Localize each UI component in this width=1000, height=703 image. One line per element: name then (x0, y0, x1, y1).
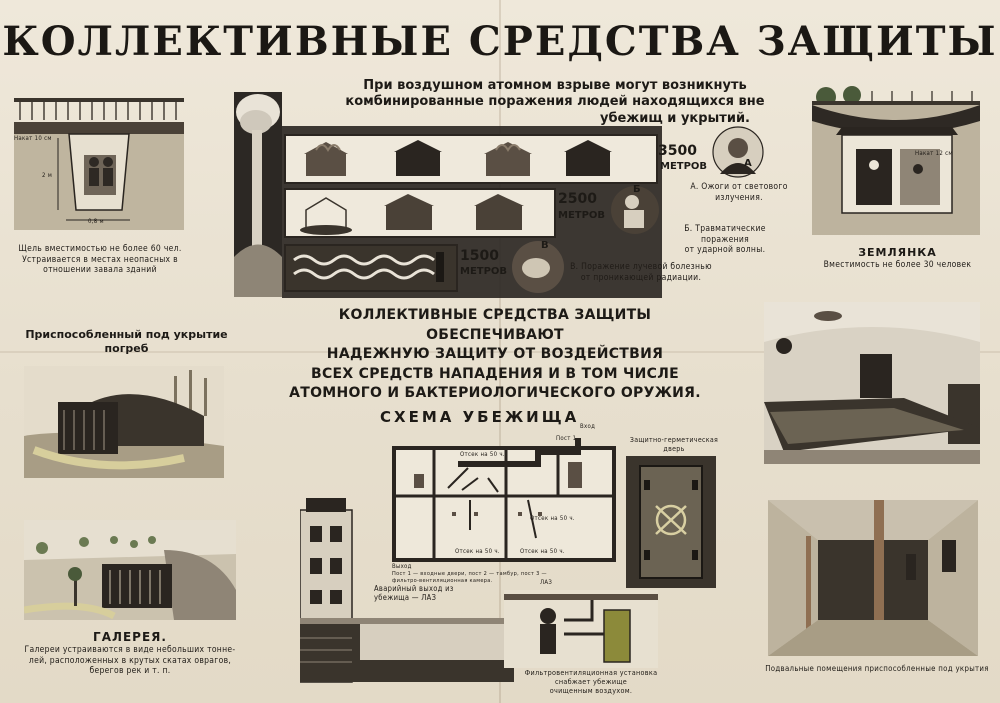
cellar-title: Приспособленный под укрытие погреб (14, 328, 239, 356)
zone-unit-v: МЕТРОВ (460, 266, 508, 277)
zone-distance-b: 2500 (558, 191, 597, 207)
scheme-exit: Выход (392, 563, 412, 570)
atomic-heading-line: При воздушном атомном взрыве могут возни… (363, 78, 747, 93)
zone-band-v (284, 244, 458, 292)
scheme-room-2: Отсек на 50 ч. (530, 515, 575, 522)
door-caption-line: дверь (663, 444, 685, 453)
gallery-illustration (23, 520, 236, 620)
zone-unit-b: МЕТРОВ (558, 210, 606, 221)
filter-ventilation-caption: Фильтровентиляционная установка снабжает… (506, 668, 676, 695)
slogan-line: КОЛЛЕКТИВНЫЕ СРЕДСТВА ЗАЩИТЫ ОБЕСПЕЧИВАЮ… (338, 307, 652, 343)
shelter-plan-diagram (388, 438, 620, 570)
trench-caption-line: отношении завала зданий (43, 265, 157, 276)
zone-distance-a: 3500 (658, 143, 697, 159)
atomic-heading-line: убежищ и укрытий. (600, 110, 750, 126)
trench-caption-line: Устраивается в местах неопасных в (22, 254, 178, 265)
atomic-heading-line: комбинированные поражения людей находящи… (345, 94, 765, 110)
slogan-line: НАДЕЖНУЮ ЗАЩИТУ ОТ ВОЗДЕЙСТВИЯ (326, 346, 664, 363)
portrait-a-icon (710, 126, 766, 178)
zone-letter-b: Б (633, 184, 641, 195)
trench-caption: Щель вместимостью не более 60 чел. Устра… (10, 244, 190, 276)
dugout-caption: Вместимость не более 30 человек (823, 260, 972, 270)
fold-line-vertical (499, 0, 501, 703)
zone-desc-line: излучения. (715, 192, 763, 203)
trench-illustration (14, 90, 184, 240)
gallery-title: ГАЛЕРЕЯ. (93, 630, 167, 644)
scheme-entrance: Вход (580, 423, 596, 430)
door-caption-line: Защитно-герметическая (629, 436, 719, 444)
basement-caption: Подвальные помещения приспособленные под… (765, 664, 989, 673)
protection-slogan: КОЛЛЕКТИВНЫЕ СРЕДСТВА ЗАЩИТЫ ОБЕСПЕЧИВАЮ… (270, 306, 720, 404)
scheme-legend-line: фильтро-вентиляционная камера. (392, 577, 493, 584)
emergency-exit-line: убежища — ЛАЗ (374, 593, 437, 603)
filter-ventilation-illustration (504, 590, 658, 668)
slogan-line: ВСЕХ СРЕДСТВ НАПАДЕНИЯ И В ТОМ ЧИСЛЕ (310, 365, 680, 382)
zone-band-b (284, 188, 556, 238)
portrait-b-icon (610, 182, 660, 238)
trench-dim-cover: Накат 10 см (14, 135, 52, 142)
emergency-exit-caption: Аварийный выход из убежища — ЛАЗ (374, 584, 484, 603)
scheme-post-1: Пост 1 (556, 435, 577, 442)
dugout-dim: Накат 12 см (915, 150, 953, 157)
zone-desc-a: А. Ожоги от светового излучения. (684, 182, 794, 203)
explosion-column (234, 92, 282, 297)
zone-desc-v: В. Поражение лучевой болезнью от проника… (566, 262, 716, 283)
zone-band-a (284, 134, 658, 184)
zone-desc-line: от проникающей радиации. (580, 272, 702, 283)
gallery-caption-line: лей, расположенных в крутых скатах овраг… (28, 655, 232, 666)
cellar-title-line: Приспособленный под укрытие (25, 328, 228, 341)
trench-caption-line: Щель вместимостью не более 60 чел. (18, 244, 182, 254)
scheme-title: СХЕМА УБЕЖИЩА (380, 408, 580, 426)
zone-desc-line: Б. Травматические поражения (684, 224, 766, 245)
poster-title: КОЛЛЕКТИВНЫЕ СРЕДСТВА ЗАЩИТЫ (2, 18, 998, 65)
scheme-laz: ЛАЗ (540, 579, 553, 586)
gallery-caption-line: Галереи устраиваются в виде небольших то… (24, 645, 236, 655)
zone-letter-v: В (541, 240, 549, 251)
zone-desc-line: от ударной волны. (684, 245, 766, 256)
emergency-exit-line: Аварийный выход из (374, 584, 454, 593)
atomic-heading: При воздушном атомном взрыве могут возни… (320, 78, 790, 127)
filter-caption-line: очищенным воздухом. (549, 686, 633, 695)
gallery-caption: Галереи устраиваются в виде небольших то… (8, 645, 252, 677)
trench-dim-depth: 2 м (42, 172, 53, 179)
cellar-title-line: погреб (104, 341, 149, 355)
zone-distance-v: 1500 (460, 248, 499, 264)
zone-desc-line: А. Ожоги от светового (690, 182, 788, 192)
cellar-illustration (24, 366, 224, 478)
scheme-room-1: Отсек на 50 ч. (460, 451, 505, 458)
zone-unit-a: МЕТРОВ (660, 161, 708, 172)
filter-caption-line: Фильтровентиляционная установка снабжает… (524, 668, 658, 686)
scheme-legend: Пост 1 — входные двери, пост 2 — тамбур,… (392, 571, 552, 585)
scheme-room-3: Отсек на 50 ч. (455, 548, 500, 555)
fold-line-horizontal (0, 351, 1000, 353)
slogan-line: АТОМНОГО И БАКТЕРИОЛОГИЧЕСКОГО ОРУЖИЯ. (289, 385, 701, 402)
portrait-v-icon (510, 240, 566, 294)
protective-door-illustration (626, 456, 716, 588)
scheme-room-4: Отсек на 50 ч. (520, 548, 565, 555)
gallery-caption-line: берегов рек и т. п. (89, 666, 171, 677)
door-caption: Защитно-герметическая дверь (626, 436, 722, 454)
dugout-illustration (812, 85, 980, 235)
scheme-legend-line: Пост 1 — входные двери, пост 2 — тамбур,… (392, 571, 547, 577)
zone-desc-line: В. Поражение лучевой болезнью (570, 262, 712, 272)
basement-illustration (768, 500, 978, 656)
emergency-exit-illustration (299, 498, 514, 684)
zone-desc-b: Б. Травматические поражения от ударной в… (660, 224, 790, 256)
interior-room-illustration (764, 302, 980, 464)
dugout-title: ЗЕМЛЯНКА (858, 246, 937, 259)
trench-dim-width: 0,8 м (88, 218, 104, 225)
zone-letter-a: А (744, 158, 752, 169)
